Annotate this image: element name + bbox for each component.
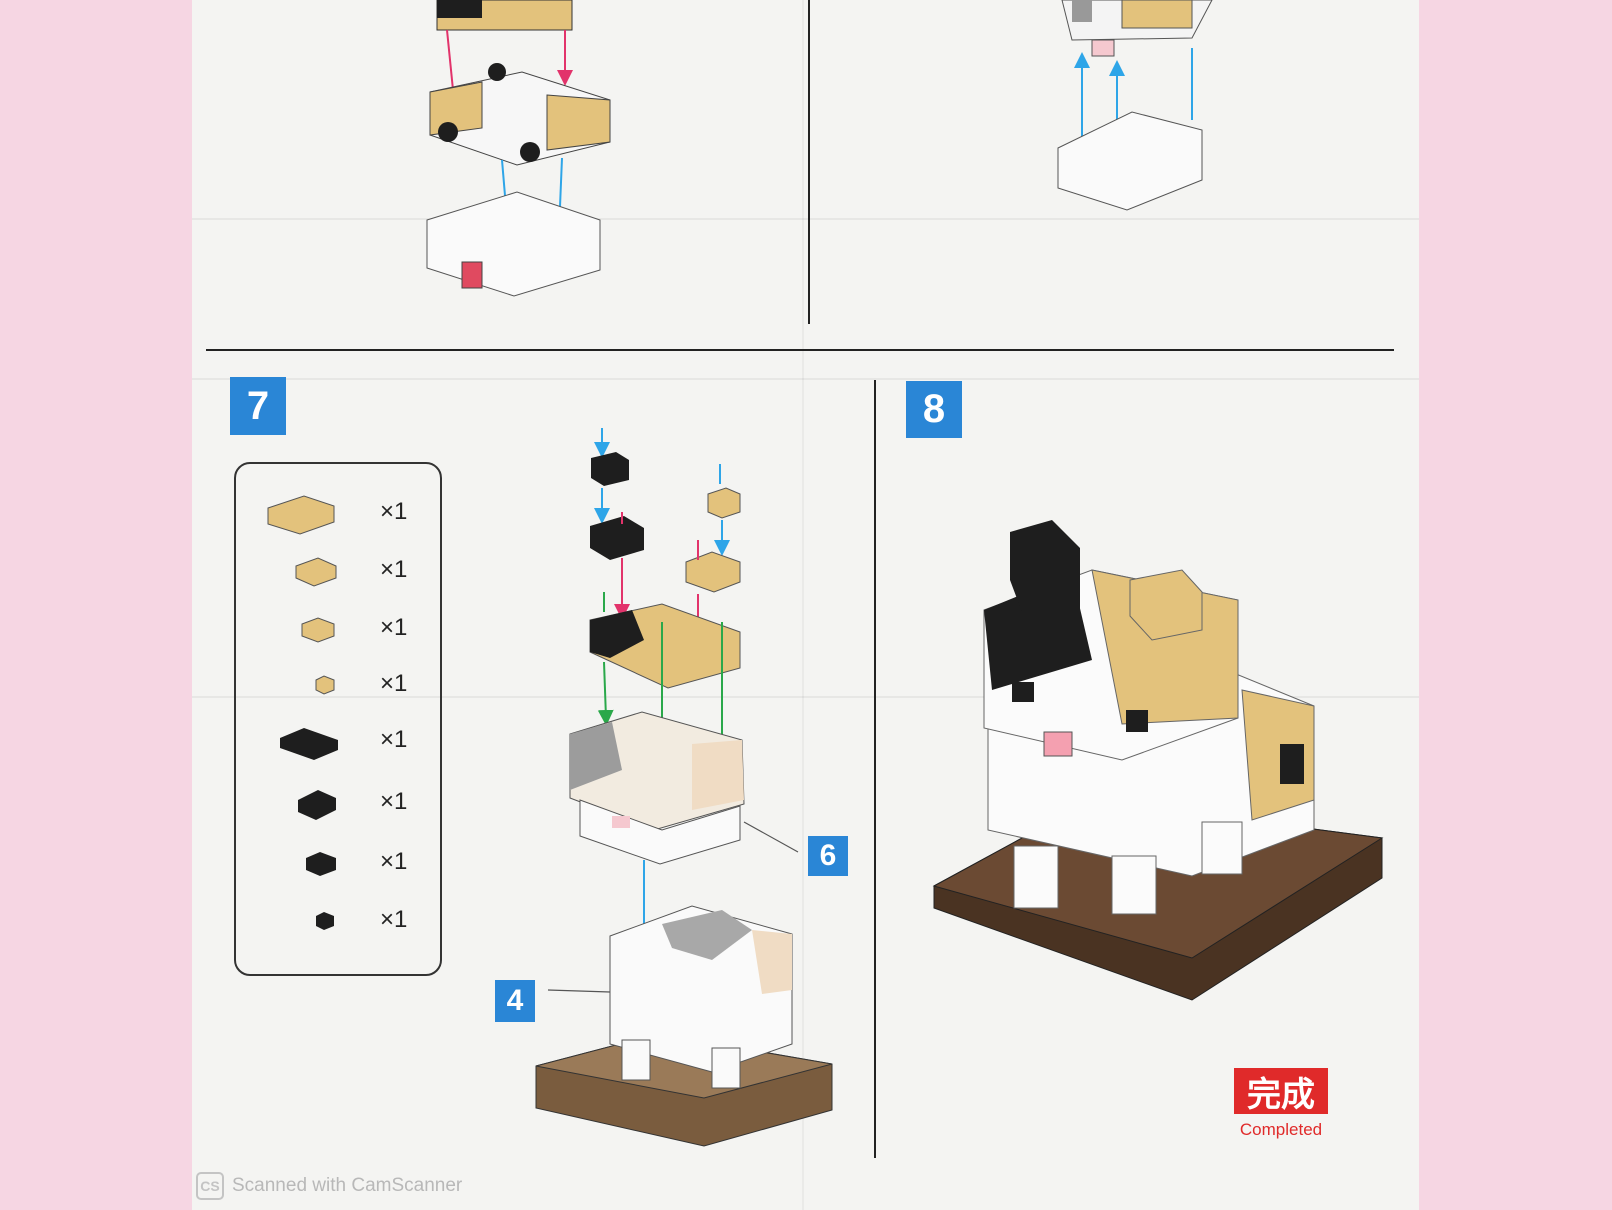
completed-caption: Completed	[1239, 1120, 1323, 1139]
black-brick-corner-icon	[298, 790, 336, 820]
part-quantity: ×1	[380, 670, 408, 697]
part-quantity: ×1	[380, 848, 408, 875]
subassembly-ref-6: 6	[808, 836, 848, 876]
part-quantity: ×1	[380, 556, 408, 583]
panel-divider	[808, 0, 810, 324]
part-row: ×1	[236, 782, 440, 822]
part-quantity: ×1	[380, 726, 408, 753]
part-quantity: ×1	[380, 788, 408, 815]
part-row: ×1	[236, 720, 440, 760]
part-row: ×1	[236, 900, 440, 940]
paper-fold	[192, 378, 1419, 380]
part-row: ×1	[236, 492, 440, 535]
subassembly-ref-4: 4	[495, 980, 535, 1022]
step7-assembly	[535, 428, 833, 1147]
camscanner-watermark: CS Scanned with CamScanner	[196, 1170, 462, 1202]
part-quantity: ×1	[380, 614, 408, 641]
build-illustrations	[426, 0, 1384, 1147]
tan-brick-2x4-icon	[267, 495, 335, 535]
paper-fold	[802, 0, 804, 1210]
completed-badge: 完成	[1234, 1068, 1328, 1115]
top-right-assembly	[1057, 0, 1213, 211]
part-row: ×1	[236, 664, 440, 704]
black-brick-1x1-icon	[316, 912, 334, 930]
part-row: ×1	[236, 608, 440, 648]
step-number-8: 8	[906, 381, 962, 438]
parts-list: ×1 ×1 ×1 ×1 ×1	[234, 462, 442, 976]
step-number-7: 7	[230, 377, 286, 435]
paper-fold	[192, 696, 1419, 698]
paper-fold	[192, 218, 1419, 220]
panel-divider	[206, 349, 1394, 351]
tan-brick-1x1-icon	[315, 675, 335, 695]
part-quantity: ×1	[380, 498, 408, 525]
part-row: ×1	[236, 842, 440, 882]
tan-brick-1x2-icon	[301, 617, 335, 643]
panel-divider	[874, 380, 876, 1158]
completed-cat-model	[932, 520, 1384, 1001]
instruction-sheet: 7 8 6 4 ×1 ×1 ×1 ×1	[192, 0, 1419, 1210]
black-brick-1x2-icon	[306, 852, 336, 876]
part-row: ×1	[236, 550, 440, 590]
black-brick-1x4-icon	[280, 728, 338, 760]
top-left-assembly	[426, 0, 611, 297]
camscanner-logo-icon: CS	[196, 1172, 224, 1200]
tan-brick-corner-icon	[295, 557, 337, 587]
watermark-text: Scanned with CamScanner	[232, 1175, 463, 1196]
part-quantity: ×1	[380, 906, 408, 933]
